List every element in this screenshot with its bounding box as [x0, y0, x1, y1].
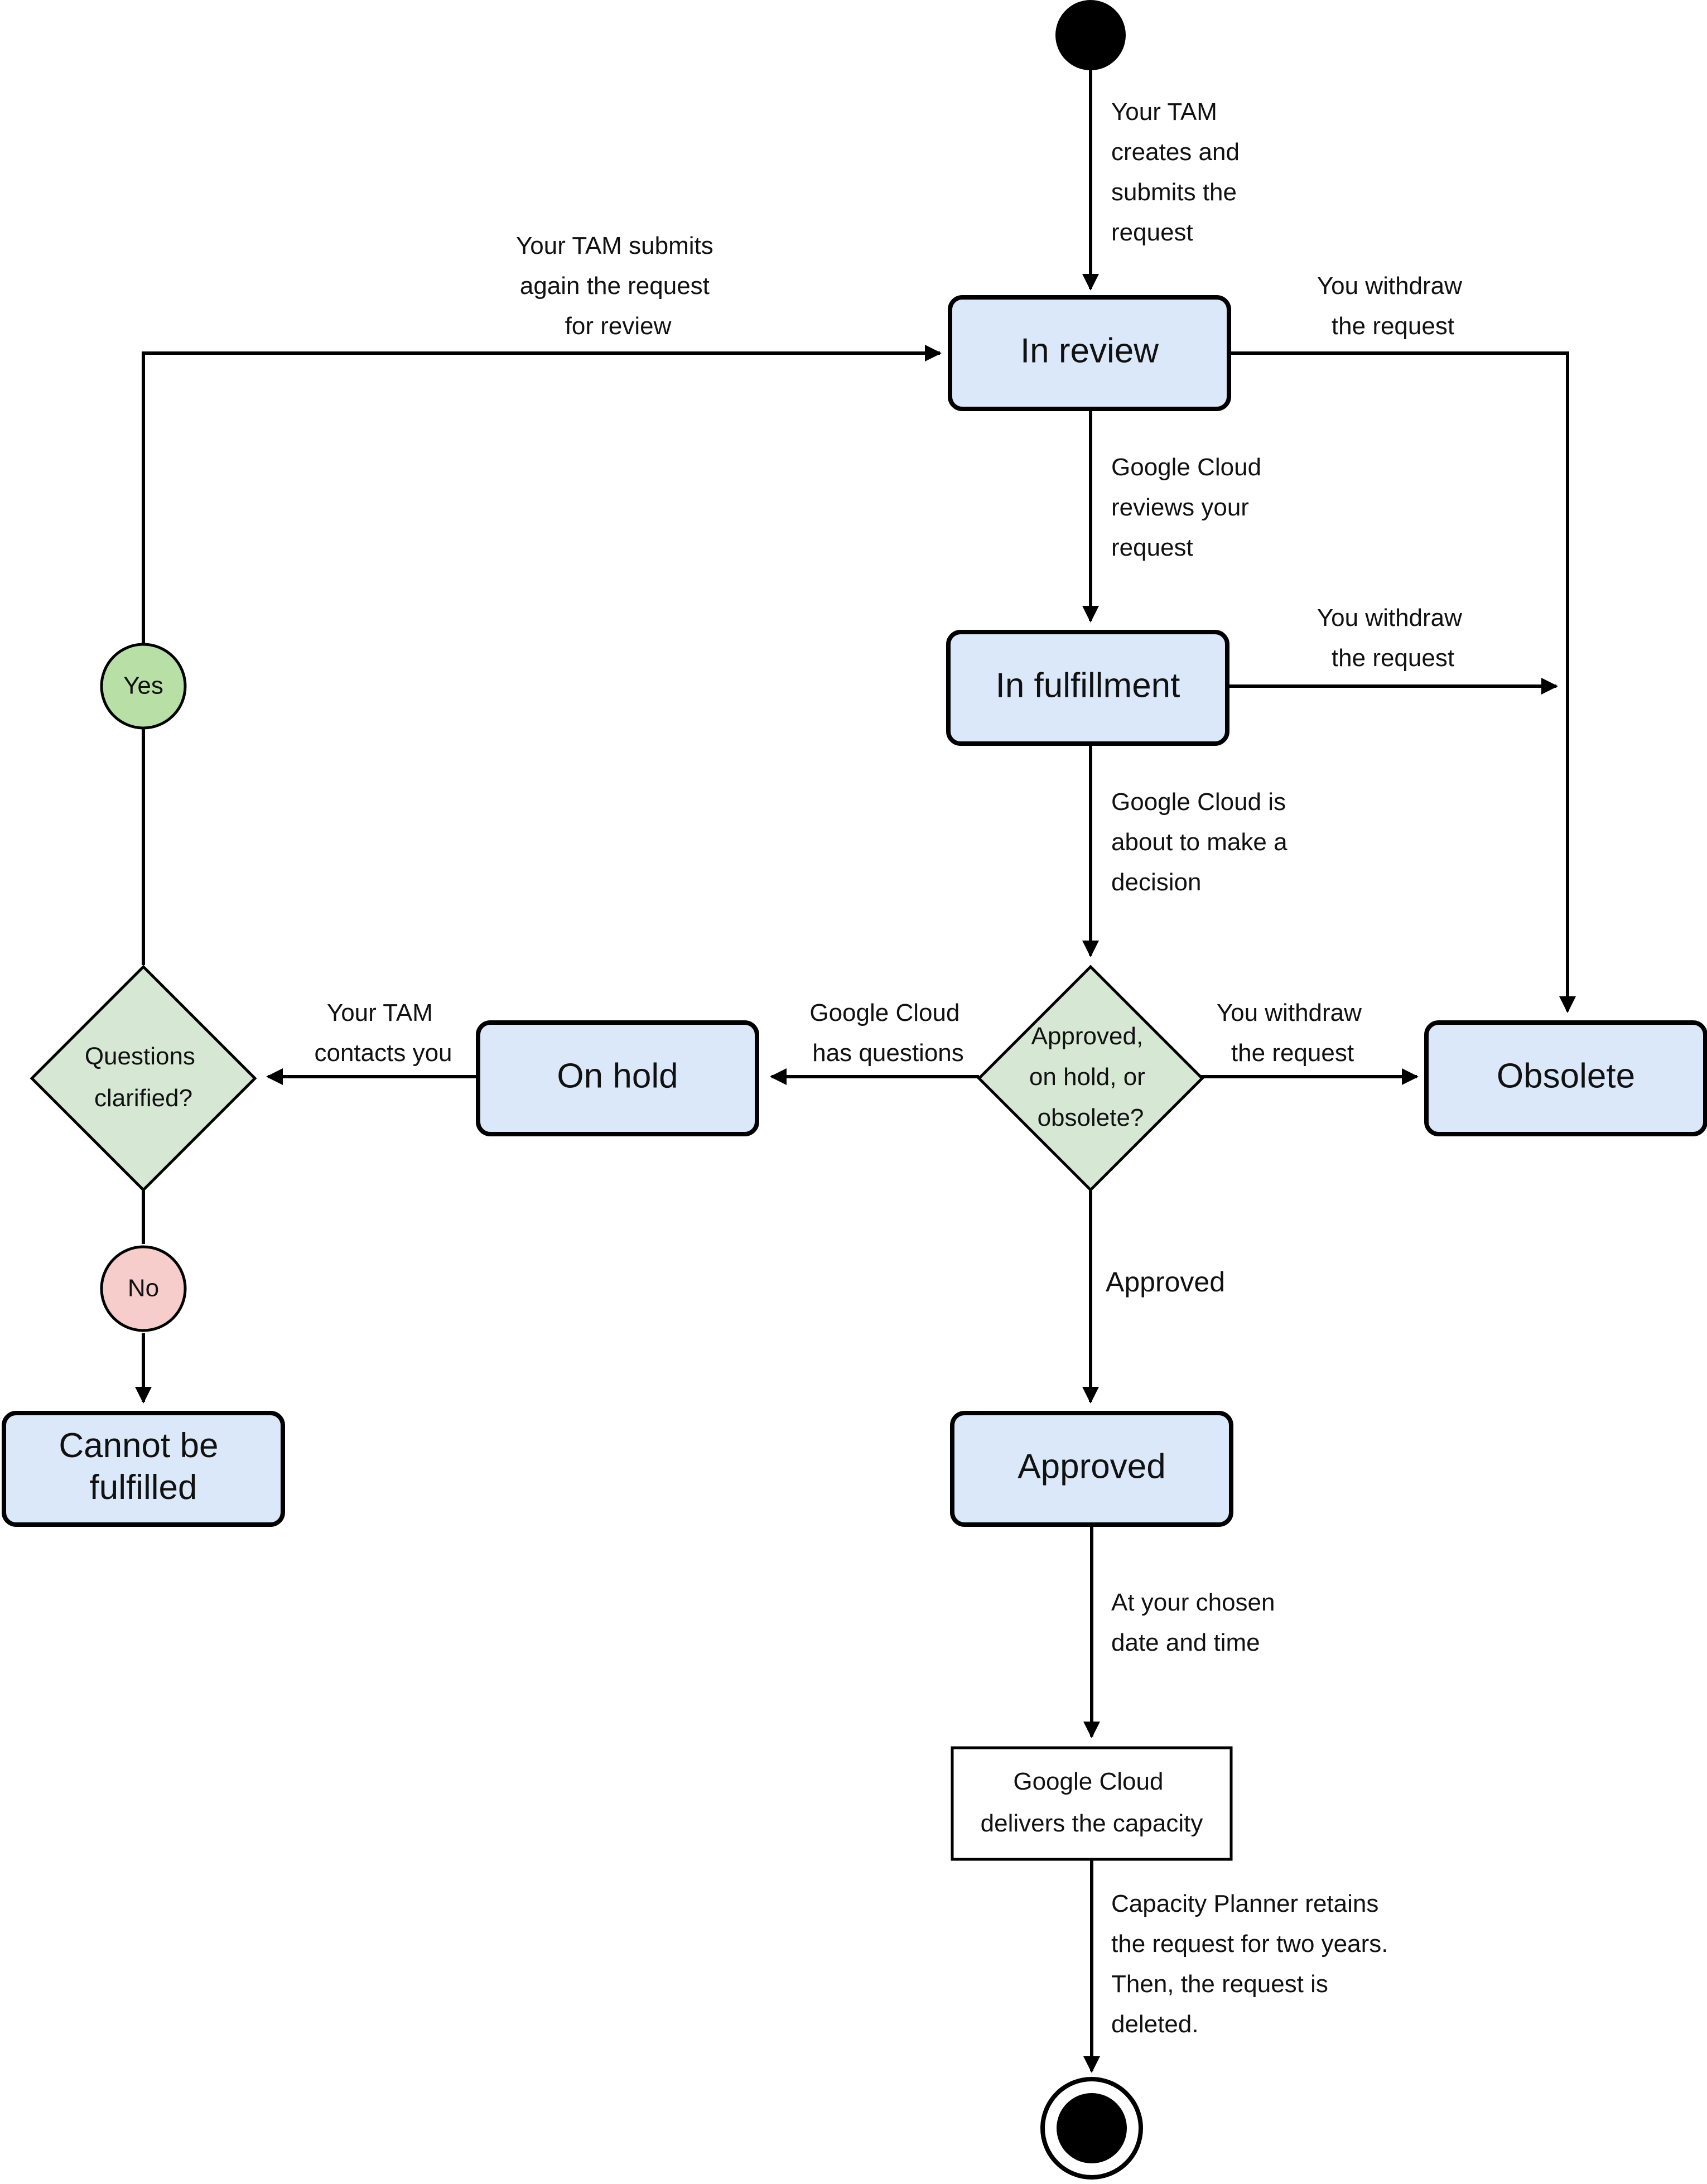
label-delivery-to-end: Capacity Planner retains the request for…	[1111, 1890, 1395, 2038]
state-in-review-label: In review	[1020, 331, 1159, 370]
label-chosen-line-1: At your chosen	[1111, 1589, 1275, 1616]
label-questions-line-1: Google Cloud	[809, 999, 959, 1026]
state-on-hold-label: On hold	[557, 1057, 678, 1095]
label-withdraw-review: You withdraw the request	[1317, 272, 1469, 340]
label-questions-line-2: has questions	[812, 1039, 964, 1067]
label-resubmit-line-3: for review	[565, 312, 672, 340]
end-node	[1040, 2077, 1143, 2180]
delivers-line-1: Google Cloud	[1013, 1768, 1163, 1795]
label-start-line-1: Your TAM	[1111, 98, 1217, 126]
decision-main-line-1: Approved,	[1031, 1023, 1144, 1050]
label-withdraw-decision-line-2: the request	[1231, 1039, 1354, 1067]
label-resubmit-line-1: Your TAM submits	[516, 232, 713, 259]
decision-main-line-2: on hold, or	[1029, 1063, 1145, 1091]
decision-questions-label: Questions clarified?	[85, 1043, 202, 1112]
label-on-hold-to-questions: Your TAM contacts you	[314, 999, 452, 1067]
label-decide-line-3: decision	[1111, 869, 1201, 896]
state-cannot-be-fulfilled: Cannot be fulfilled	[2, 1411, 285, 1527]
state-cannot-be-fulfilled-label: Cannot be fulfilled	[59, 1426, 228, 1507]
label-resubmit: Your TAM submits again the request for r…	[516, 232, 720, 340]
yes-marker: Yes	[100, 643, 187, 730]
yes-label: Yes	[123, 672, 163, 700]
state-obsolete: Obsolete	[1424, 1020, 1707, 1136]
label-retains-line-1: Capacity Planner retains	[1111, 1890, 1378, 1917]
decision-questions-line-1: Questions	[85, 1043, 195, 1070]
decision-main-label: Approved, on hold, or obsolete?	[1029, 1023, 1152, 1131]
start-node	[1055, 0, 1126, 70]
edge-resubmit	[142, 345, 942, 644]
state-approved: Approved	[950, 1411, 1233, 1527]
label-retains-line-3: Then, the request is	[1111, 1970, 1328, 1998]
decision-questions-clarified: Questions clarified?	[30, 965, 257, 1192]
label-withdraw-fulfillment-line-1: You withdraw	[1317, 604, 1462, 631]
label-chosen-line-2: date and time	[1111, 1629, 1260, 1656]
label-withdraw-review-line-2: the request	[1332, 312, 1454, 340]
state-in-fulfillment-label: In fulfillment	[996, 666, 1180, 705]
label-decision-to-approved: Approved	[1106, 1266, 1225, 1298]
label-approved-to-delivery: At your chosen date and time	[1111, 1589, 1282, 1656]
action-delivers-capacity: Google Cloud delivers the capacity	[951, 1746, 1233, 1861]
action-delivers-capacity-label: Google Cloud delivers the capacity	[981, 1768, 1203, 1837]
label-start-line-2: creates and	[1111, 138, 1240, 166]
label-review-line-1: Google Cloud	[1111, 454, 1261, 481]
label-retains-line-2: the request for two years.	[1111, 1930, 1388, 1958]
decision-approved-on-hold-obsolete: Approved, on hold, or obsolete?	[977, 965, 1204, 1192]
decision-main-line-3: obsolete?	[1038, 1104, 1144, 1131]
cannot-line-1: Cannot be	[59, 1426, 218, 1465]
label-withdraw-fulfillment-line-2: the request	[1332, 644, 1454, 672]
label-start-line-4: request	[1111, 219, 1193, 246]
label-review-to-fulfillment: Google Cloud reviews your request	[1111, 454, 1268, 561]
delivers-line-2: delivers the capacity	[981, 1810, 1203, 1837]
label-withdraw-fulfillment: You withdraw the request	[1317, 604, 1469, 672]
label-withdraw-decision: You withdraw the request	[1217, 999, 1368, 1067]
label-decision-to-on-hold: Google Cloud has questions	[809, 999, 966, 1067]
cannot-line-2: fulfilled	[90, 1468, 197, 1507]
edge-review-withdraw	[1229, 351, 1576, 1013]
state-obsolete-label: Obsolete	[1497, 1057, 1635, 1095]
label-review-line-3: request	[1111, 534, 1193, 561]
label-decide-line-1: Google Cloud is	[1111, 788, 1286, 816]
label-withdraw-review-line-1: You withdraw	[1317, 272, 1462, 300]
label-start-to-review: Your TAM creates and submits the request	[1111, 98, 1246, 246]
state-approved-label: Approved	[1018, 1447, 1165, 1486]
state-on-hold: On hold	[476, 1020, 759, 1136]
no-label: No	[128, 1275, 159, 1302]
label-decide-line-2: about to make a	[1111, 828, 1288, 856]
label-contacts-line-2: contacts you	[314, 1039, 452, 1067]
label-review-line-2: reviews your	[1111, 494, 1249, 521]
label-start-line-3: submits the	[1111, 179, 1237, 206]
label-fulfillment-to-decision: Google Cloud is about to make a decision	[1111, 788, 1294, 896]
label-retains-line-4: deleted.	[1111, 2011, 1199, 2038]
state-in-fulfillment: In fulfillment	[946, 630, 1229, 746]
label-resubmit-line-2: again the request	[520, 272, 710, 300]
label-contacts-line-1: Your TAM	[327, 999, 433, 1026]
label-withdraw-decision-line-1: You withdraw	[1217, 999, 1362, 1026]
no-marker: No	[100, 1245, 187, 1332]
state-in-review: In review	[948, 295, 1231, 411]
decision-questions-line-2: clarified?	[94, 1084, 192, 1112]
